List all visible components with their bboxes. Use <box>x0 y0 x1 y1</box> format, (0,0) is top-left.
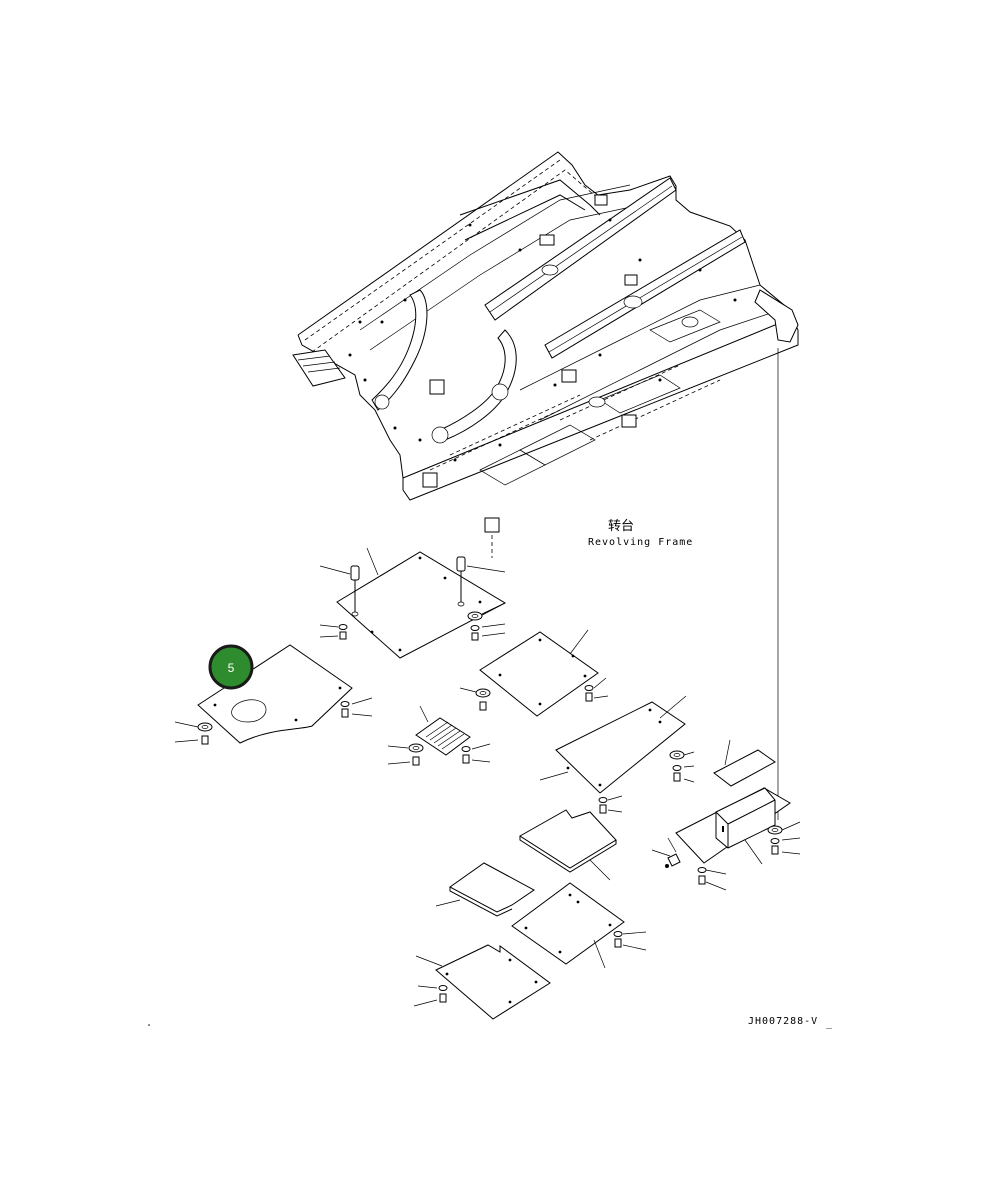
callout-5-number: 5 <box>228 661 235 675</box>
lower-cover-b <box>435 862 535 917</box>
top-cover-plate <box>319 547 507 659</box>
guide-pin-right <box>456 556 466 607</box>
middle-cover-plate <box>459 629 609 717</box>
left-cover-plate <box>174 644 373 745</box>
lower-cover-a <box>519 809 617 881</box>
drawing-reference-suffix: _ <box>826 1018 833 1029</box>
lower-cover-d <box>413 944 551 1020</box>
frame-bolt-dots <box>348 218 737 462</box>
right-cover-plate <box>539 695 695 814</box>
callout-5[interactable]: 5 <box>208 644 254 690</box>
battery-box-assembly <box>651 739 801 891</box>
grille-plate <box>387 705 491 766</box>
revolving-frame <box>292 151 799 820</box>
drawing-reference: JH007288-V <box>748 1016 818 1027</box>
frame-label-en: Revolving Frame <box>588 537 693 548</box>
guide-pin-left <box>350 565 360 617</box>
frame-label-cn: 转台 <box>608 519 634 534</box>
lower-cover-c <box>511 882 647 969</box>
